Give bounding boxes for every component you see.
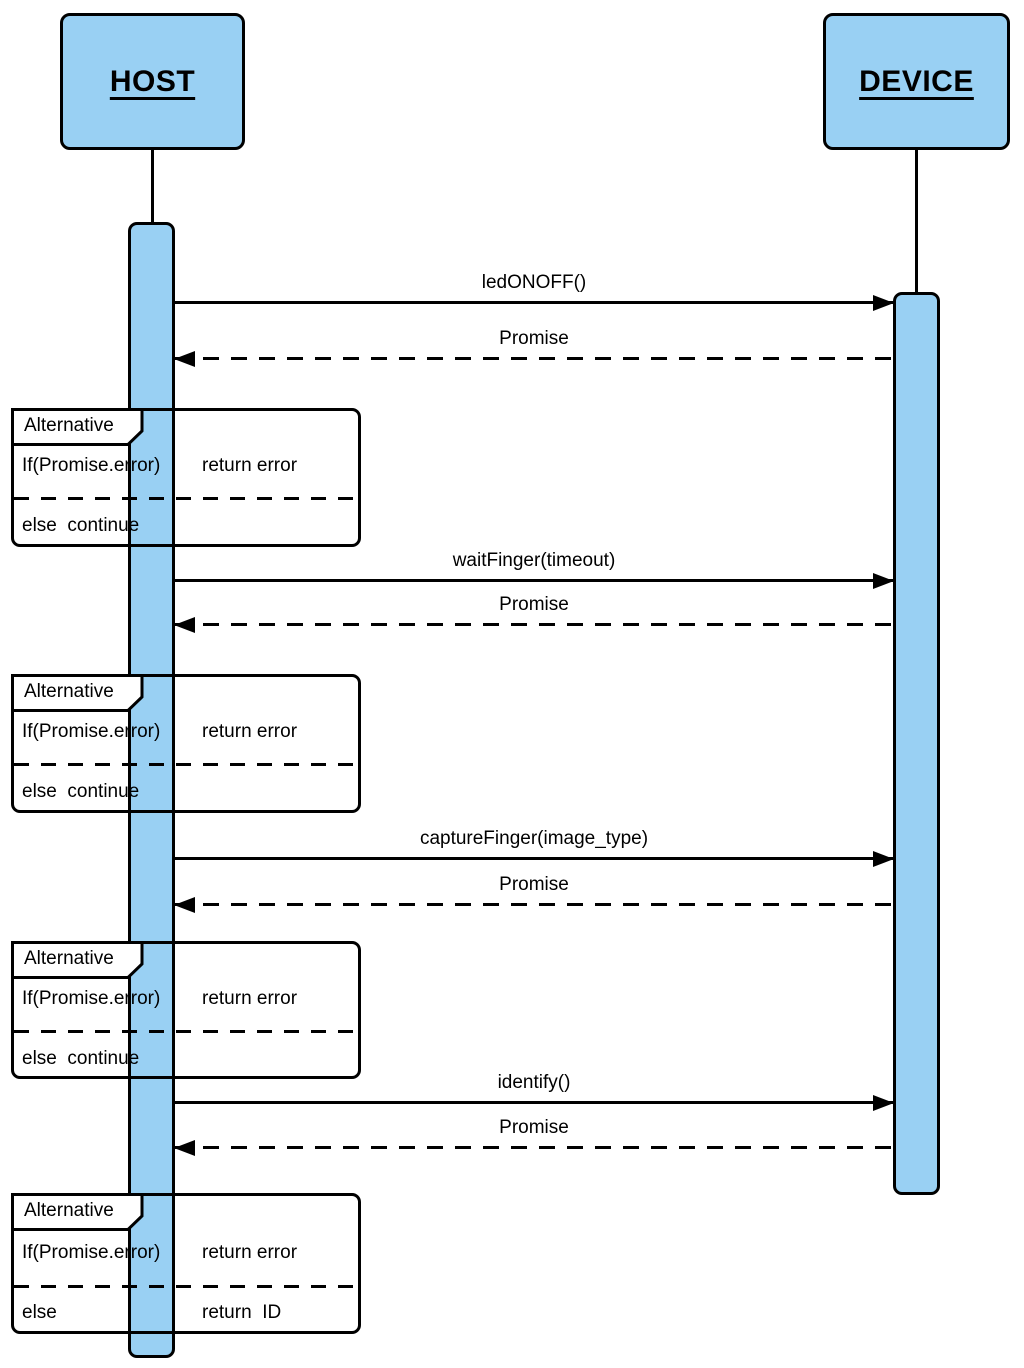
arrowhead-right-icon bbox=[873, 572, 894, 589]
fragment-guard: If(Promise.error) bbox=[22, 1242, 161, 1263]
return-promise-4: Promise bbox=[174, 1113, 893, 1156]
return-promise-3: Promise bbox=[174, 870, 893, 913]
fragment-label-shape bbox=[11, 941, 144, 979]
arrowhead-left-icon bbox=[174, 1139, 195, 1156]
message-label: identify() bbox=[497, 1072, 571, 1093]
alt-fragment-4: Alternative If(Promise.error) return err… bbox=[11, 1193, 361, 1334]
arrowhead-left-icon bbox=[174, 896, 195, 913]
host-lifeline bbox=[151, 150, 154, 225]
message-label: Promise bbox=[499, 328, 569, 349]
return-promise-1: Promise bbox=[174, 324, 893, 367]
fragment-operator: Alternative bbox=[24, 681, 114, 702]
actor-host: HOST bbox=[60, 13, 245, 150]
message-line bbox=[175, 623, 893, 626]
fragment-guard: If(Promise.error) bbox=[22, 721, 161, 742]
fragment-guard-action: return error bbox=[202, 721, 298, 742]
message-line bbox=[175, 579, 893, 582]
arrowhead-right-icon bbox=[873, 1094, 894, 1111]
fragment-guard-action: return error bbox=[202, 1242, 298, 1263]
return-promise-2: Promise bbox=[174, 590, 893, 633]
device-lifeline bbox=[915, 150, 918, 295]
message-waitfinger: waitFinger(timeout) bbox=[175, 546, 894, 589]
fragment-operator: Alternative bbox=[24, 1200, 114, 1221]
message-line bbox=[175, 357, 893, 360]
fragment-else: else continue bbox=[22, 781, 140, 802]
fragment-else: else continue bbox=[22, 515, 140, 536]
fragment-else: else continue bbox=[22, 1048, 140, 1069]
message-label: Promise bbox=[499, 874, 569, 895]
message-line bbox=[175, 1101, 893, 1104]
message-identify: identify() bbox=[175, 1068, 894, 1111]
fragment-guard: If(Promise.error) bbox=[22, 455, 161, 476]
alt-fragment-3: Alternative If(Promise.error) return err… bbox=[11, 941, 361, 1079]
fragment-guard: If(Promise.error) bbox=[22, 988, 161, 1009]
message-label: Promise bbox=[499, 594, 569, 615]
fragment-operator: Alternative bbox=[24, 948, 114, 969]
fragment-label-shape bbox=[11, 674, 144, 712]
fragment-divider bbox=[14, 1030, 358, 1033]
actor-host-name: HOST bbox=[109, 64, 196, 98]
message-capturefinger: captureFinger(image_type) bbox=[175, 824, 894, 867]
arrowhead-left-icon bbox=[174, 350, 195, 367]
message-line bbox=[175, 903, 893, 906]
alt-fragment-1: Alternative If(Promise.error) return err… bbox=[11, 408, 361, 547]
message-line bbox=[175, 301, 893, 304]
fragment-else: else bbox=[22, 1302, 57, 1323]
actor-device: DEVICE bbox=[823, 13, 1010, 150]
fragment-divider bbox=[14, 763, 358, 766]
arrowhead-right-icon bbox=[873, 294, 894, 311]
fragment-label-shape bbox=[11, 1193, 144, 1231]
actor-device-name: DEVICE bbox=[859, 64, 974, 98]
device-activation-bar bbox=[893, 292, 940, 1195]
message-ledonoff: ledONOFF() bbox=[175, 268, 894, 311]
fragment-label-shape bbox=[11, 408, 144, 446]
message-label: Promise bbox=[499, 1117, 569, 1138]
arrowhead-left-icon bbox=[174, 616, 195, 633]
fragment-guard-action: return error bbox=[202, 455, 298, 476]
arrowhead-right-icon bbox=[873, 850, 894, 867]
message-label: ledONOFF() bbox=[481, 272, 587, 293]
fragment-operator: Alternative bbox=[24, 415, 114, 436]
fragment-divider bbox=[14, 497, 358, 500]
alt-fragment-2: Alternative If(Promise.error) return err… bbox=[11, 674, 361, 813]
message-label: waitFinger(timeout) bbox=[452, 550, 616, 571]
message-label: captureFinger(image_type) bbox=[419, 828, 649, 849]
fragment-divider bbox=[14, 1285, 358, 1288]
message-line bbox=[175, 1146, 893, 1149]
message-line bbox=[175, 857, 893, 860]
fragment-else-action: return ID bbox=[202, 1302, 282, 1323]
fragment-guard-action: return error bbox=[202, 988, 298, 1009]
